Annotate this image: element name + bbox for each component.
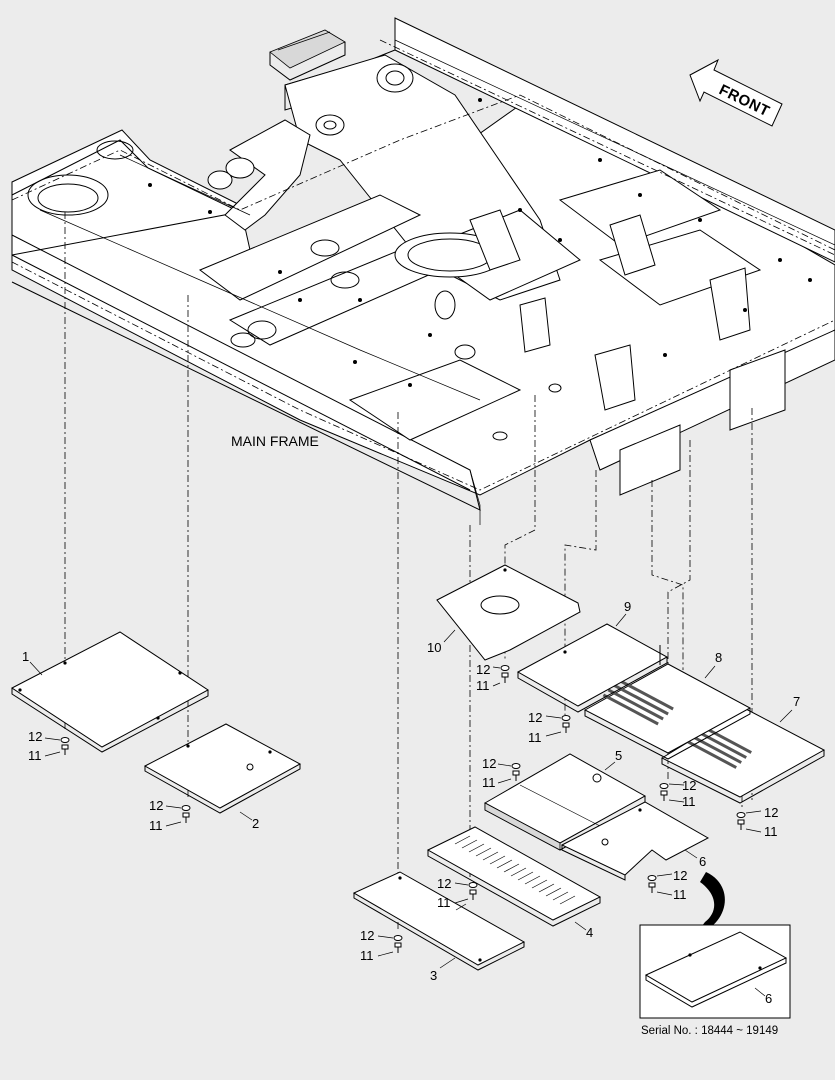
fastener-panel-10 <box>492 665 510 687</box>
bolt-label: 11 <box>764 824 778 839</box>
cover-panel-2 <box>143 723 302 814</box>
part-label-2: 2 <box>252 816 259 831</box>
inset-alternate-panel: 6 <box>639 872 791 1019</box>
washer-label: 12 <box>360 928 374 943</box>
fastener-panel-8 <box>659 783 685 803</box>
part-label-6: 6 <box>699 854 706 869</box>
part-label-4: 4 <box>586 925 593 940</box>
frame-bolt-holes <box>148 98 812 387</box>
washer-label: 12 <box>682 778 696 793</box>
fastener-panel-5 <box>497 763 521 784</box>
main-frame-label: MAIN FRAME <box>231 433 319 449</box>
fastener-panel-2 <box>165 805 191 827</box>
cover-panel-8 <box>583 663 752 760</box>
washer-label: 12 <box>673 868 687 883</box>
washer-label: 12 <box>28 729 42 744</box>
part-number-labels: 1 12 11 2 12 11 3 12 11 4 12 11 5 12 11 … <box>22 599 800 983</box>
bolt-label: 11 <box>437 895 451 910</box>
cover-panel-10 <box>436 564 581 661</box>
part-label-1: 1 <box>22 649 29 664</box>
fastener-panel-1 <box>44 737 70 757</box>
cover-panel-5 <box>483 753 647 851</box>
bolt-label: 11 <box>149 818 163 833</box>
part-label-10: 10 <box>427 640 441 655</box>
fastener-panel-6 <box>647 873 673 896</box>
part-label-8: 8 <box>715 650 722 665</box>
part-label-9: 9 <box>624 599 631 614</box>
washer-label: 12 <box>476 662 490 677</box>
cover-panel-1 <box>11 631 209 753</box>
cover-panel-3 <box>352 871 526 971</box>
bolt-label: 11 <box>682 794 696 809</box>
cover-panel-7 <box>660 707 826 804</box>
fastener-panel-3 <box>377 935 403 957</box>
part-label-7: 7 <box>793 694 800 709</box>
part-label-3: 3 <box>430 968 437 983</box>
main-frame <box>11 17 835 525</box>
fastener-panel-7 <box>736 810 762 833</box>
part-label-5: 5 <box>615 748 622 763</box>
washer-label: 12 <box>149 798 163 813</box>
washer-label: 12 <box>437 876 451 891</box>
cover-panel-4 <box>426 826 602 927</box>
bolt-label: 11 <box>528 730 542 745</box>
cover-panel-6 <box>560 801 710 881</box>
fastener-panel-9 <box>545 715 571 737</box>
bolt-label: 11 <box>476 678 490 693</box>
cover-panel-9 <box>516 623 669 713</box>
washer-label: 12 <box>528 710 542 725</box>
bolt-label: 11 <box>360 948 374 963</box>
washer-label: 12 <box>764 805 778 820</box>
serial-number-range: Serial No. : 18444 ~ 19149 <box>641 1025 778 1037</box>
inset-part-label-6: 6 <box>765 991 772 1006</box>
bolt-label: 11 <box>482 775 496 790</box>
fastener-panel-4 <box>454 882 478 904</box>
fastener-sets <box>44 665 762 957</box>
washer-label: 12 <box>482 756 496 771</box>
bolt-label: 11 <box>673 887 687 902</box>
bolt-label: 11 <box>28 748 42 763</box>
